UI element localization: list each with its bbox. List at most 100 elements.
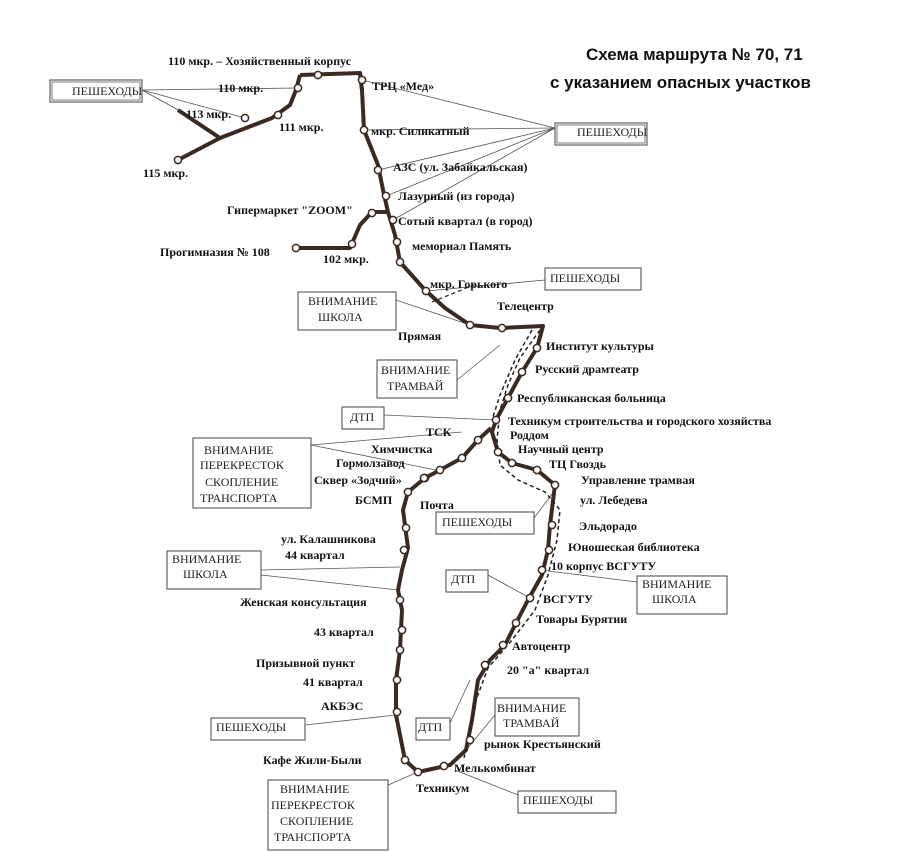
warning-text: ВНИМАНИЕ: [497, 701, 566, 715]
stop-dot: [525, 593, 535, 603]
stop-label: Автоцентр: [512, 639, 571, 653]
stop-dot: [465, 320, 475, 330]
stop-dot: [421, 286, 431, 296]
warning-text: ПЕШЕХОДЫ: [442, 515, 513, 529]
stop-label: Телецентр: [497, 299, 554, 313]
warning-leader-line: [260, 574, 399, 591]
warning-box: ДТП: [341, 406, 385, 430]
warning-box-inner-frame: [556, 124, 646, 144]
stop-dot: [392, 707, 402, 717]
stop-dot: [395, 257, 405, 267]
stop-dot: [395, 645, 405, 655]
stop-label: Сотый квартал (в город): [398, 214, 533, 228]
tram-line-dashed: [491, 329, 533, 421]
warning-text: ПЕРЕКРЕСТОК: [200, 458, 285, 472]
warning-leader-line: [383, 414, 497, 421]
stop-label: Управление трамвая: [581, 473, 695, 487]
stop-dot: [497, 323, 507, 333]
stop-label: 41 квартал: [303, 675, 363, 689]
stop-label: БСМП: [355, 493, 393, 507]
stop-dot: [373, 165, 383, 175]
warning-box-frame: [192, 437, 312, 509]
stop-dot: [367, 208, 377, 218]
warning-leader-line: [487, 574, 531, 599]
route-segment: [176, 108, 222, 140]
stop-dot: [291, 243, 301, 253]
stop-dot: [401, 523, 411, 533]
stop-label: Научный центр: [518, 442, 604, 456]
stop-dot: [491, 415, 501, 425]
warning-box-frame: [376, 359, 458, 399]
stop-label: Мелькомбинат: [454, 761, 536, 775]
stop-dot: [392, 237, 402, 247]
stop-label: ТСК: [426, 425, 452, 439]
warning-box-frame: [517, 790, 617, 814]
warning-text: ВНИМАНИЕ: [172, 552, 241, 566]
stop-label: 44 квартал: [285, 548, 345, 562]
warning-text: ШКОЛА: [183, 567, 228, 581]
stop-dot: [388, 215, 398, 225]
warning-leader-line: [260, 566, 401, 571]
stop-label: Русский драмтеатр: [535, 362, 639, 376]
warning-text: СКОПЛЕНИЕ: [205, 475, 278, 489]
stop-label: 110 мкр. – Хозяйственный корпус: [168, 54, 352, 68]
stop-label: Прямая: [398, 329, 442, 343]
stop-dot: [503, 393, 513, 403]
warning-leader-line: [310, 431, 463, 446]
warning-leader-lines: [141, 79, 638, 796]
stop-dot: [435, 465, 445, 475]
stop-dot: [392, 675, 402, 685]
warning-box-frame: [210, 717, 306, 741]
stop-dot: [313, 70, 323, 80]
warning-leader-line: [395, 299, 471, 326]
warning-leader-line: [141, 87, 299, 91]
warning-box-frame: [494, 697, 580, 737]
stop-dot: [240, 113, 250, 123]
stop-dot: [381, 191, 391, 201]
warning-box-frame: [267, 779, 389, 851]
warning-leader-line: [141, 89, 181, 112]
warning-box-frame: [636, 575, 728, 615]
warning-leader-line: [454, 769, 519, 796]
stop-dot: [473, 435, 483, 445]
stop-label: АЗС (ул. Забайкальская): [393, 160, 528, 174]
stop-label: рынок Крестьянский: [484, 737, 601, 751]
warning-text: СКОПЛЕНИЕ: [280, 814, 353, 828]
map-title-line2: с указанием опасных участков: [550, 73, 811, 92]
warning-text: ВНИМАНИЕ: [642, 577, 711, 591]
stop-dot: [465, 735, 475, 745]
warning-text: ШКОЛА: [318, 310, 363, 324]
stop-label: мкр. Горького: [430, 277, 507, 291]
stop-label: Прогимназия № 108: [160, 245, 270, 259]
warning-box: ПЕШЕХОДЫ: [210, 717, 306, 741]
stop-dot: [293, 83, 303, 93]
warning-box-frame: [435, 511, 535, 535]
stop-dot: [439, 761, 449, 771]
warning-text: ДТП: [350, 410, 375, 424]
warning-leader-line: [539, 569, 638, 583]
warning-boxes-layer: ПЕШЕХОДЫПЕШЕХОДЫПЕШЕХОДЫВНИМАНИЕШКОЛАВНИ…: [49, 79, 728, 851]
stop-label: Женская консультация: [240, 595, 367, 609]
stop-dot: [419, 473, 429, 483]
stop-dot: [547, 520, 557, 530]
stop-label: 102 мкр.: [323, 252, 369, 266]
stop-dot: [397, 625, 407, 635]
warning-text: ДТП: [418, 720, 443, 734]
warning-leader-line: [304, 714, 397, 726]
stop-dot: [273, 110, 283, 120]
stop-label: Химчистка: [371, 442, 432, 456]
warning-leader-line: [392, 127, 556, 221]
warning-leader-line: [533, 489, 556, 519]
stop-label: Сквер «Зодчий»: [314, 473, 402, 487]
stop-dot: [357, 75, 367, 85]
warning-text: ПЕШЕХОДЫ: [523, 793, 594, 807]
warning-leader-line: [361, 79, 556, 129]
warning-box: ПЕШЕХОДЫ: [554, 122, 648, 146]
warning-box-inner-frame: [51, 81, 141, 101]
stops-layer: [173, 70, 560, 777]
warning-text: ПЕШЕХОДЫ: [577, 125, 648, 139]
stop-label: мкр. Силикатный: [371, 124, 470, 138]
